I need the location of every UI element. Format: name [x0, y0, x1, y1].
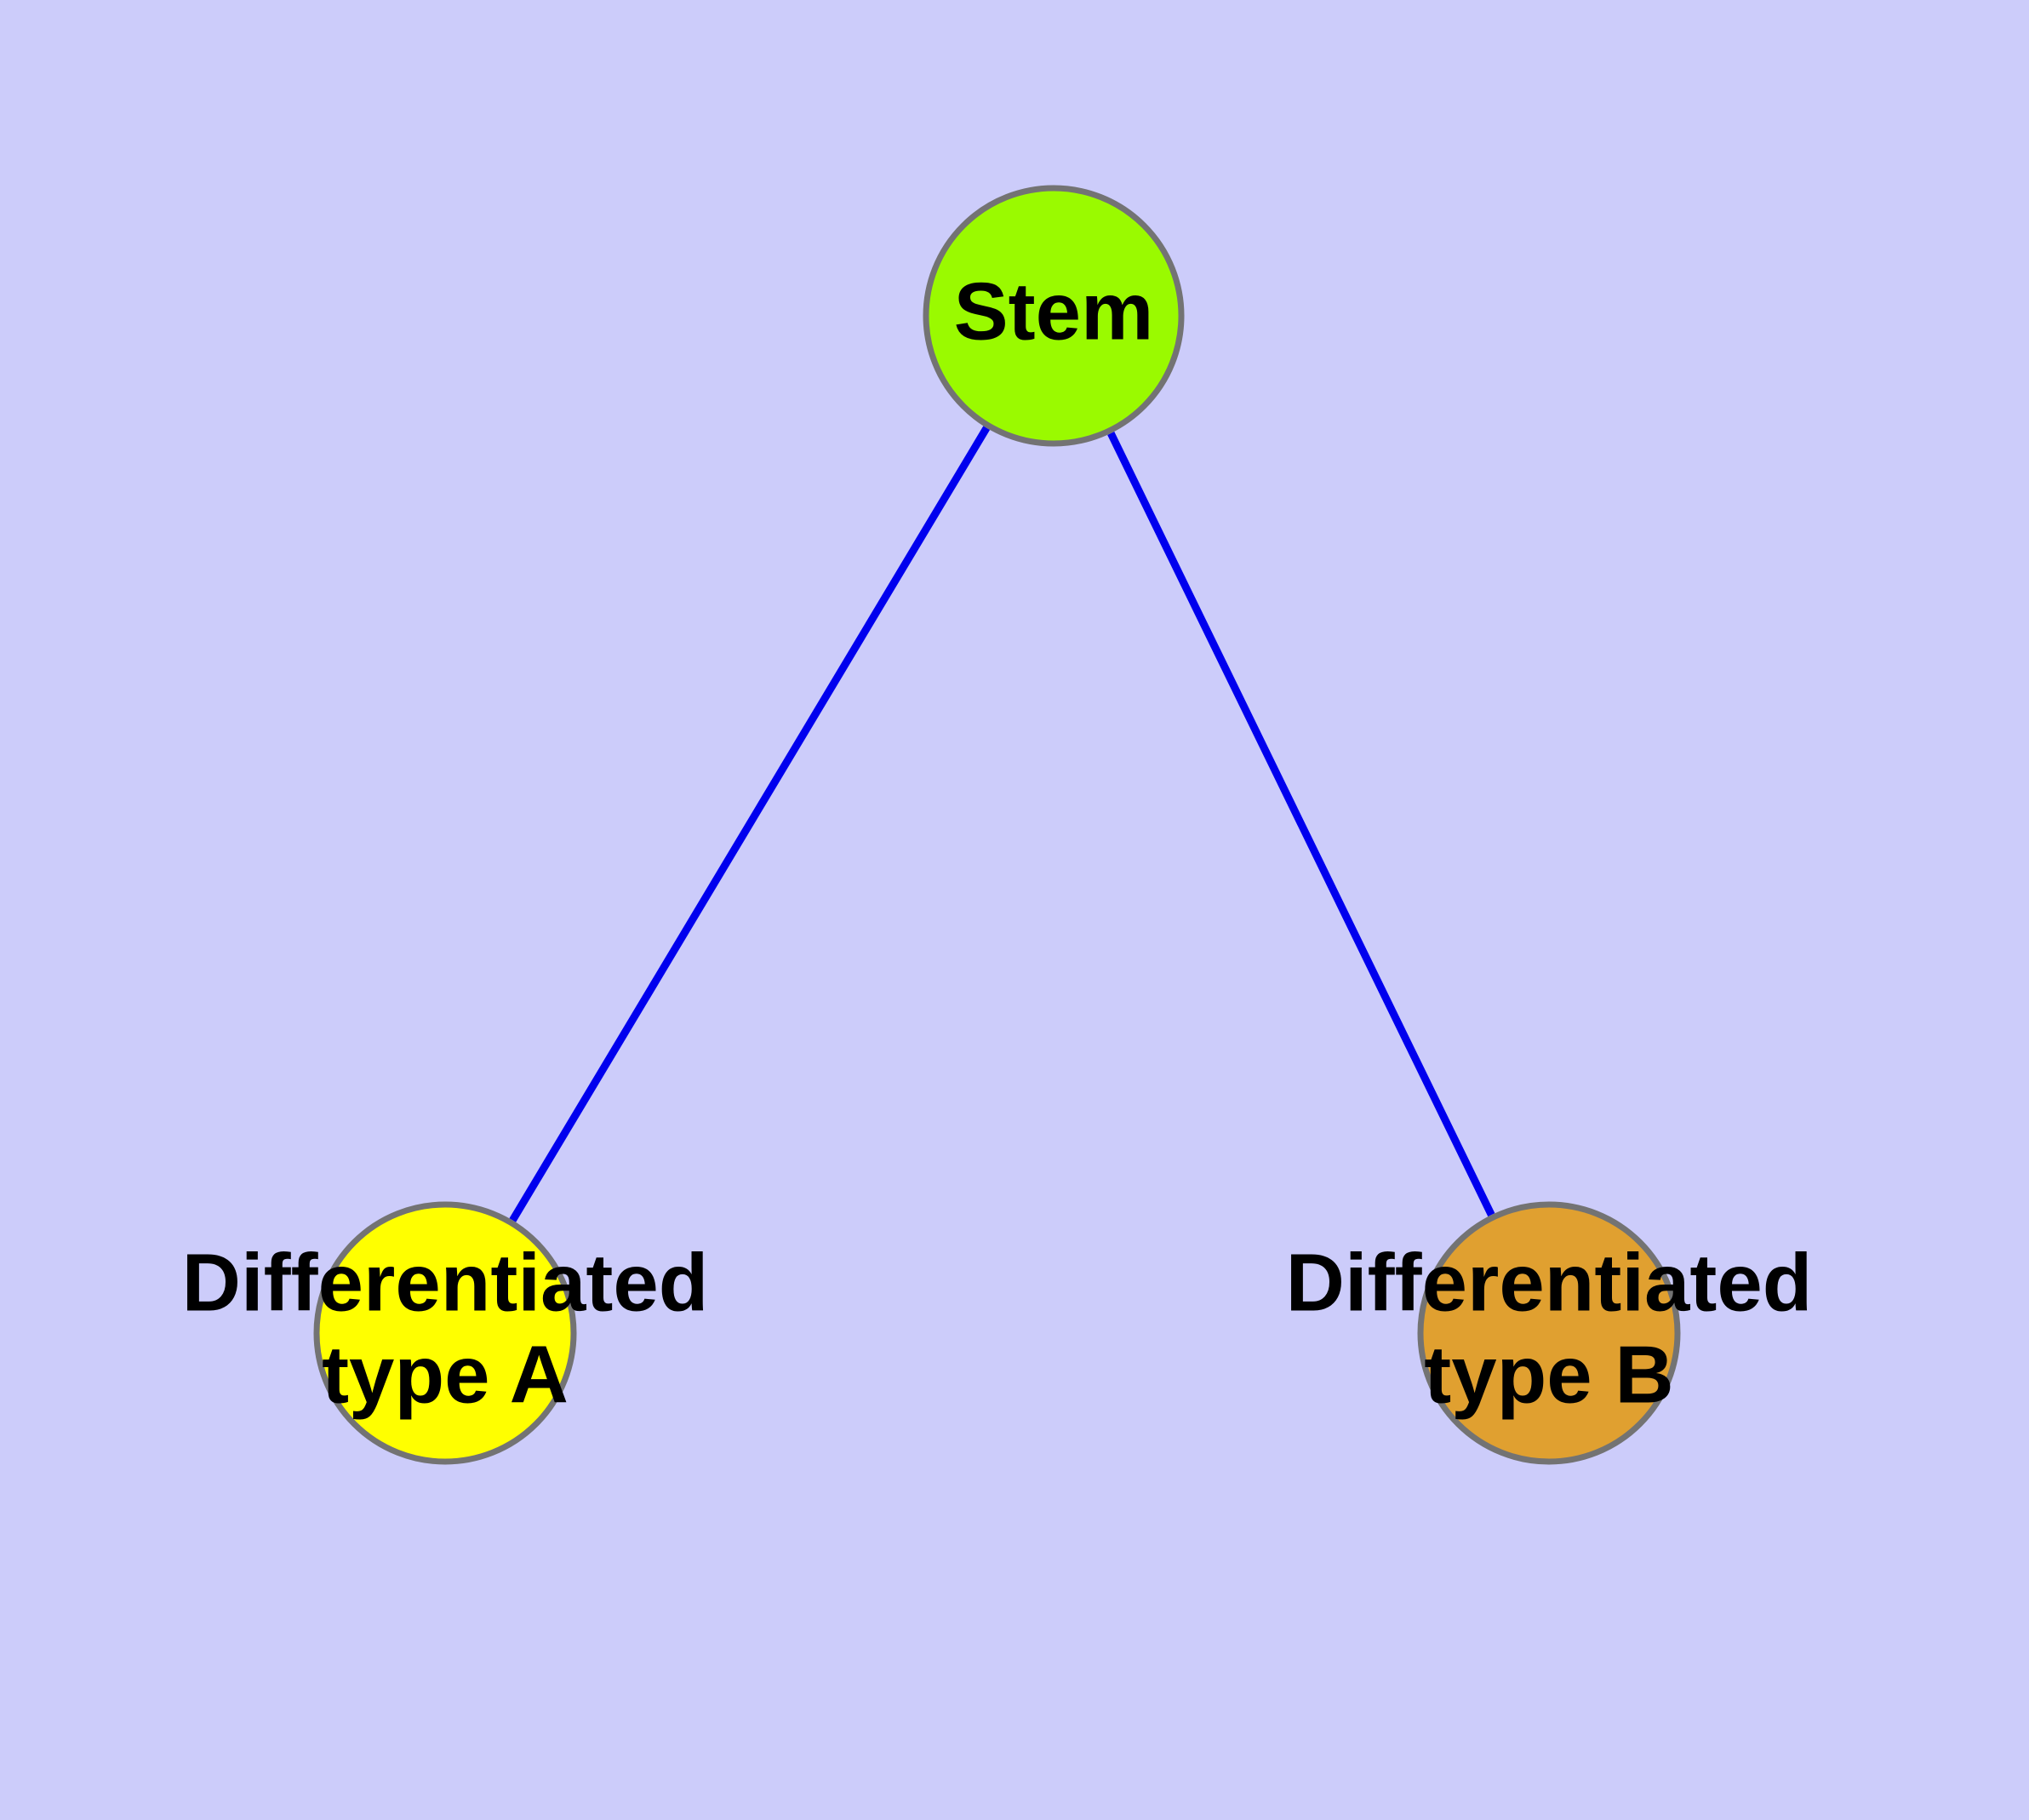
node-stem-circle[interactable] [923, 185, 1185, 447]
node-differentiated-type-a-circle[interactable] [313, 1201, 577, 1465]
node-differentiated-type-a-label-line1: Differentiated [182, 1237, 709, 1328]
labels-layer: Stem Differentiated type A Differentiate… [182, 266, 1813, 1420]
node-differentiated-type-b-label-line1: Differentiated [1286, 1237, 1813, 1328]
nodes-layer [313, 185, 1681, 1465]
node-differentiated-type-a-label-line2: type A [322, 1329, 569, 1420]
node-differentiated-type-b-circle[interactable] [1417, 1201, 1681, 1465]
node-differentiated-type-b[interactable] [1417, 1201, 1681, 1465]
node-stem-label: Stem [954, 266, 1154, 357]
node-differentiated-type-b-label-line2: type B [1424, 1329, 1673, 1420]
edges-layer [509, 426, 1495, 1222]
edge-stem-to-differentiated-type-a[interactable] [509, 426, 991, 1222]
edge-stem-to-differentiated-type-b[interactable] [1107, 432, 1495, 1217]
node-stem[interactable] [923, 185, 1185, 447]
node-differentiated-type-a[interactable] [313, 1201, 577, 1465]
